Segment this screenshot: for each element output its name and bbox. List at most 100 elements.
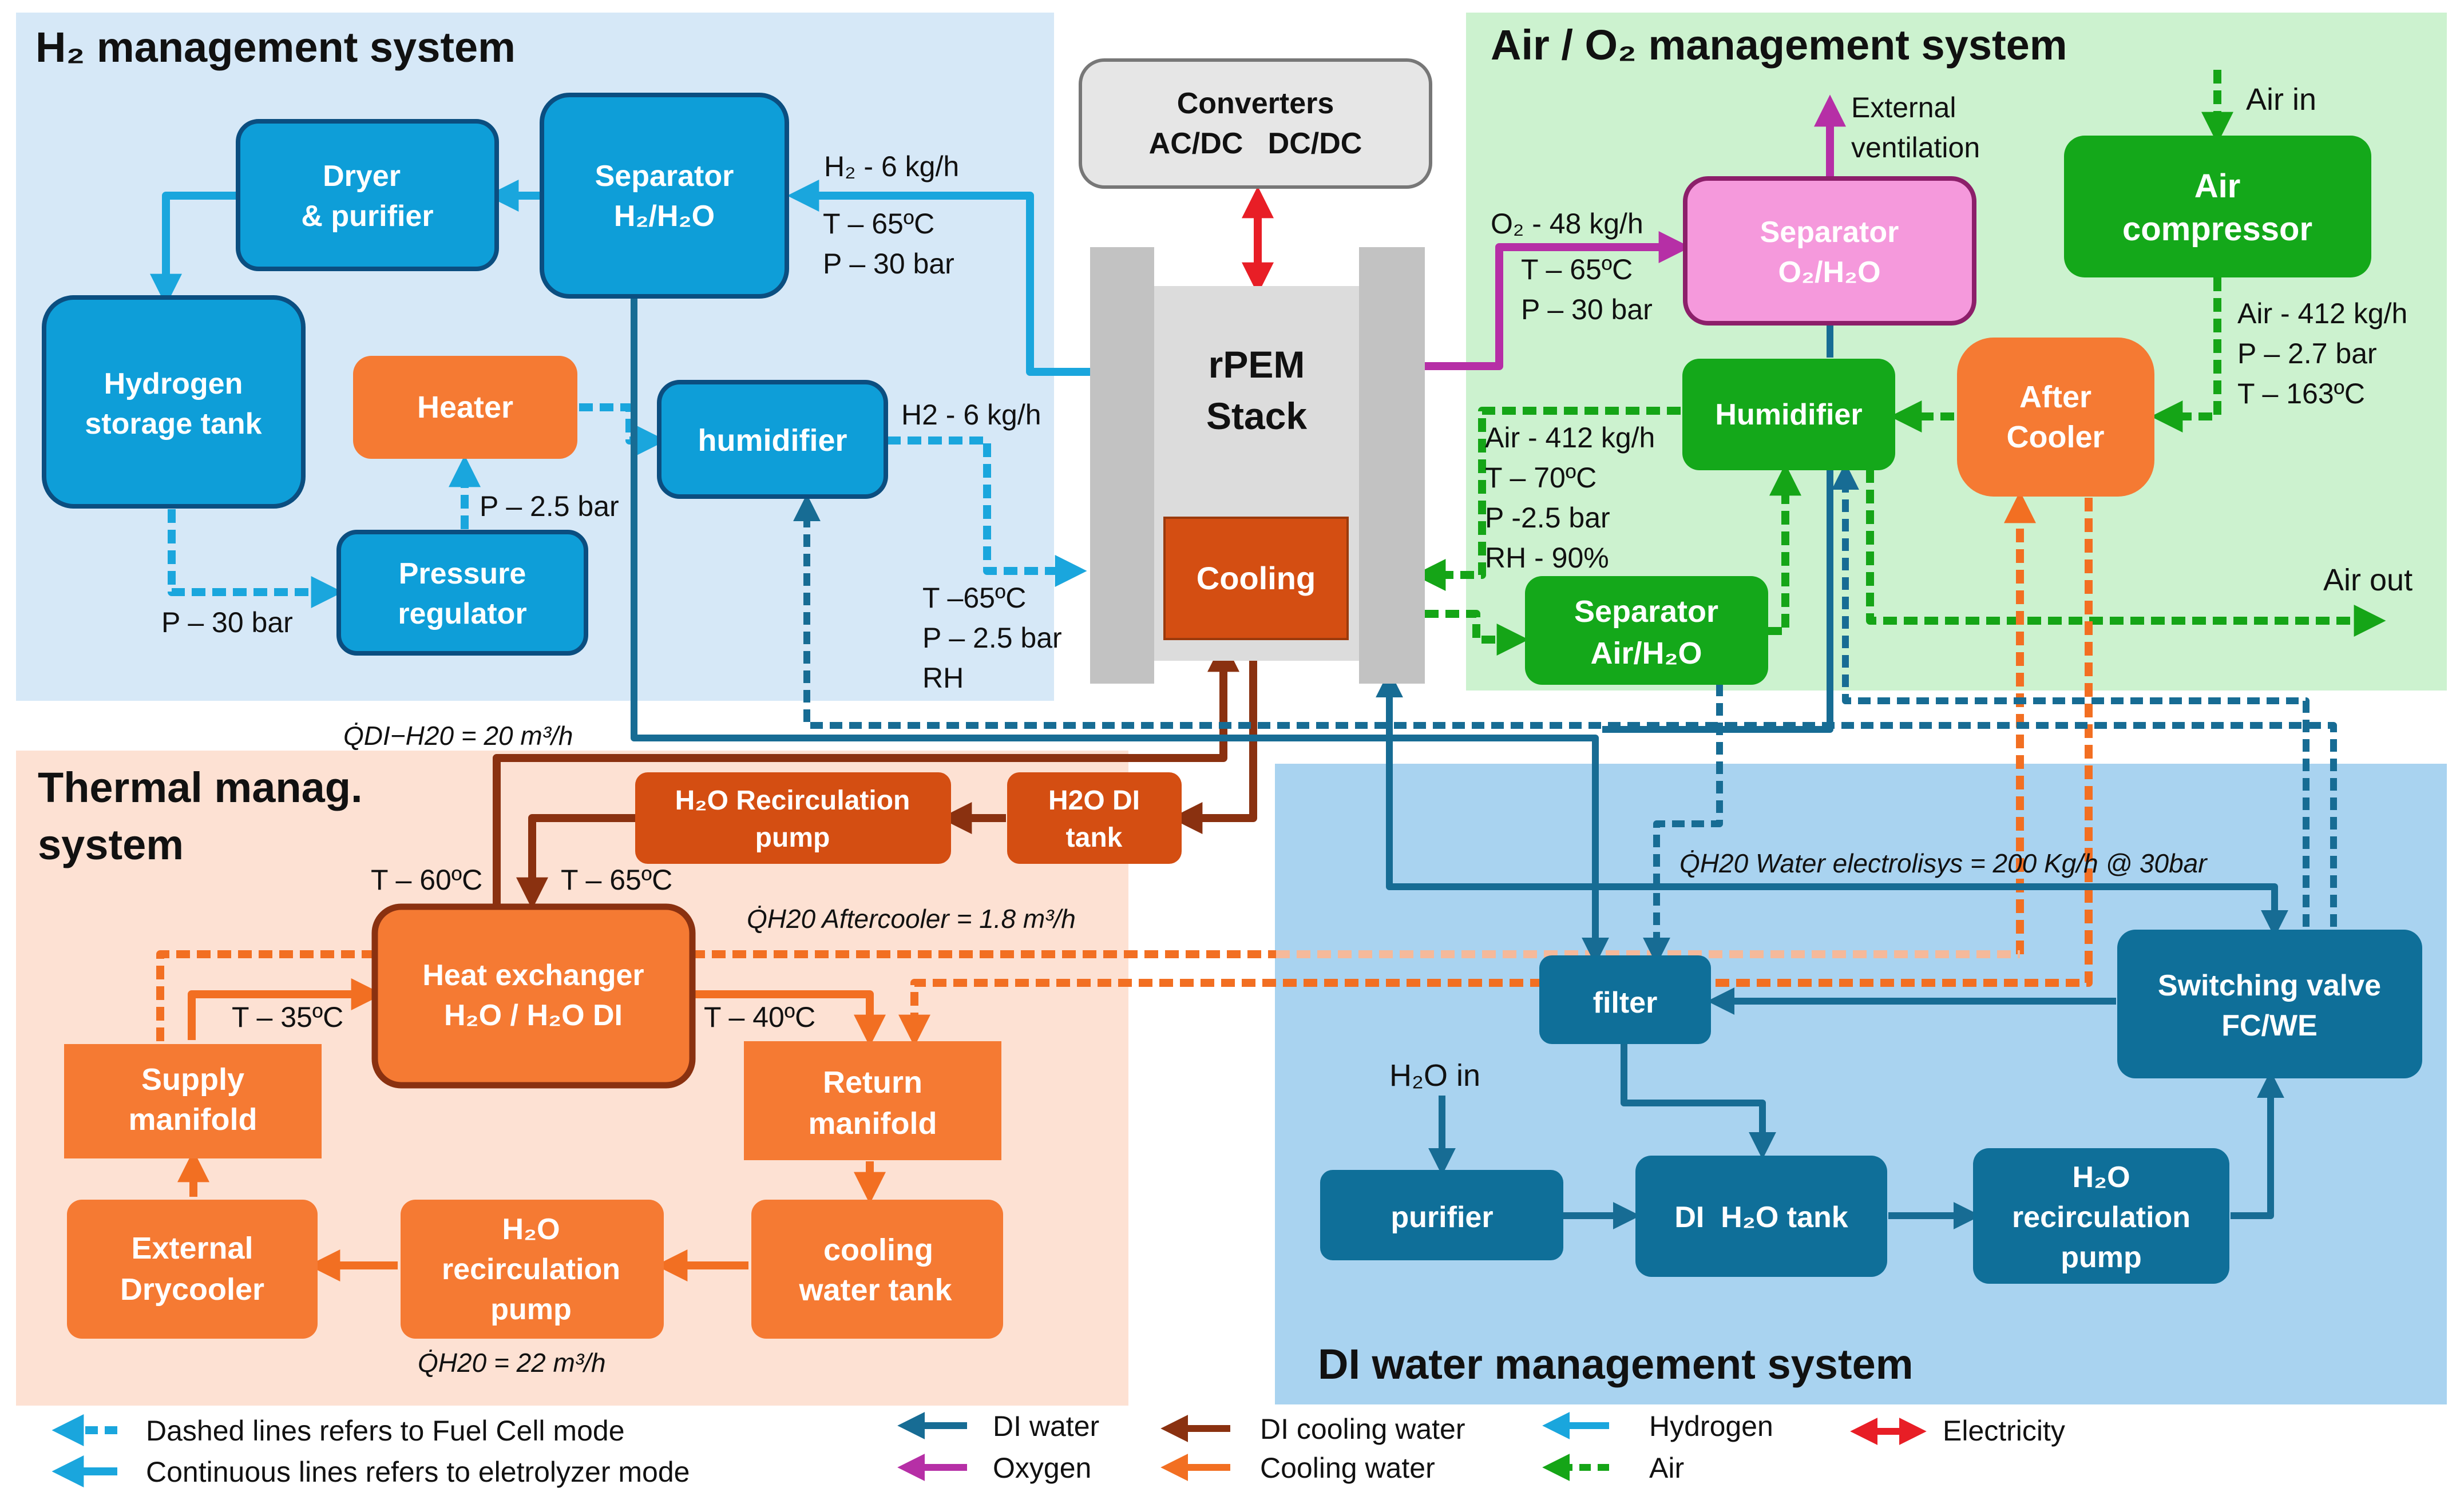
air-stack-rh-label: RH - 90%: [1485, 542, 1609, 574]
di-h2o-tank-block: [1635, 1156, 1887, 1277]
external-ventilation-label-2: ventilation: [1851, 132, 1980, 164]
pressure-regulator-block: [336, 530, 588, 656]
h2o-recirculation-pump-di-label: H₂O: [2072, 1161, 2130, 1194]
di-region-title: DI water management system: [1318, 1340, 1914, 1388]
di-cooling-flow-pump-exchanger: [516, 814, 635, 910]
separator-o2-block: [1683, 176, 1976, 326]
legend-hydrogen-label: Hydrogen: [1649, 1410, 1773, 1442]
air-compressor-block: [2064, 136, 2371, 277]
hydrogen-tank-label-2: storage tank: [85, 407, 262, 441]
air-compressor-label-2: compressor: [2122, 211, 2312, 248]
dryer-label-2: & purifier: [301, 200, 433, 233]
h2o-recirculation-pump-label-2: pump: [755, 823, 830, 853]
cooling-water-tank-block: [751, 1200, 1003, 1339]
air-flow-compressor-aftercooler: [2150, 277, 2221, 432]
di-h2o-tank-label: DI H₂O tank: [1674, 1201, 1848, 1234]
converters-label: Converters: [1177, 87, 1334, 120]
legend-cooling-water-label: Cooling water: [1260, 1452, 1435, 1484]
stack-endplate-right: [1359, 247, 1425, 684]
h2-out-pressure-label: P – 30 bar: [823, 248, 954, 280]
air-flow-separator-humidifier: [1768, 463, 1801, 635]
cooling-label: Cooling: [1197, 560, 1316, 596]
cooling-flow-aftercooler-return: [898, 498, 2093, 1047]
humidifier-air-label: Humidifier: [1715, 398, 1862, 431]
h2o-recirculation-pump-di-label-2: recirculation: [2012, 1201, 2190, 1234]
di-water-flow-pump-switching: [2231, 1070, 2284, 1219]
stack-endplate-left: [1090, 247, 1154, 684]
h2-in-pressure-label: P – 2.5 bar: [922, 622, 1062, 654]
air-stack-pressure-label: P -2.5 bar: [1485, 502, 1610, 534]
filter-label: filter: [1593, 986, 1658, 1019]
legend-di-water-label: DI water: [993, 1410, 1099, 1442]
external-drycooler-label: External: [131, 1231, 253, 1265]
separator-h2-label-2: H₂/H₂O: [614, 200, 715, 233]
heat-exchanger-label-2: H₂O / H₂O DI: [444, 999, 623, 1032]
h2o-di-tank-block: [1007, 772, 1182, 864]
air-compressor-flow-label: Air - 412 kg/h: [2237, 297, 2407, 330]
hydrogen-flow-humidifier-stack: [887, 437, 1087, 587]
dryer-purifier-block: [236, 119, 499, 271]
stack-label-2: Stack: [1206, 395, 1307, 437]
humidifier-h2-block: [657, 380, 888, 499]
cooling-block: [1163, 517, 1349, 640]
air-out-label: Air out: [2323, 563, 2412, 597]
h2o-recirculation-pump-di-label-3: pump: [2061, 1241, 2142, 1274]
cooling-flow-supply-exchanger: [188, 978, 383, 1040]
h2-region-title: H₂ management system: [35, 23, 516, 71]
air-in-label: Air in: [2246, 82, 2316, 117]
legend-di-cooling-label: DI cooling water: [1260, 1413, 1465, 1445]
h2-in-rh-label: RH: [922, 662, 964, 694]
h2-in-flow-label: H2 - 6 kg/h: [901, 399, 1041, 431]
cooling-flow-supply-fc: [156, 950, 1276, 1041]
humidifier-h2-label: humidifier: [698, 423, 847, 458]
hydrogen-storage-tank-block: [42, 295, 306, 509]
legend-electricity-label: Electricity: [1943, 1415, 2065, 1447]
di-water-flow-filter-tank: [1621, 1044, 1776, 1160]
air-region-title: Air / O₂ management system: [1491, 21, 2067, 69]
supply-manifold-block: [64, 1044, 322, 1158]
h2-out-temp-label: T – 65ºC: [823, 208, 934, 240]
separator-o2-label-2: O₂/H₂O: [1778, 256, 1880, 289]
h2o-recirculation-pump-thermal-block: [401, 1200, 664, 1339]
cooling-water-tank-label-2: water tank: [798, 1273, 952, 1307]
hydrogen-tank-label: Hydrogen: [104, 367, 243, 400]
legend-oxygen-label: Oxygen: [993, 1452, 1091, 1484]
converters-block: [1079, 58, 1432, 189]
switching-valve-label: Switching valve: [2158, 969, 2381, 1002]
oxygen-flow-stack-separator: [1425, 231, 1691, 370]
filter-block: [1539, 955, 1711, 1044]
heater-label: Heater: [417, 390, 513, 424]
q-aftercooler-label: Q̇H20 Aftercooler = 1.8 m³/h: [747, 904, 1076, 934]
air-flow-humidifier-stack: [1413, 407, 1681, 591]
legend-air-label: Air: [1649, 1452, 1684, 1484]
h2o-recirculation-pump-thermal-label: H₂O: [502, 1213, 560, 1246]
h2o-recirculation-pump-label: H₂O Recirculation: [675, 785, 910, 816]
di-cooling-flow-exchanger-cooling: [493, 640, 1239, 904]
switching-valve-label-2: FC/WE: [2221, 1009, 2318, 1042]
o2-flow-label: O₂ - 48 kg/h: [1491, 208, 1643, 240]
after-cooler-block: [1957, 338, 2154, 497]
cooling-water-tank-label: cooling: [823, 1233, 933, 1267]
legend-continuous-label: Continuous lines refers to eletrolyzer m…: [146, 1456, 690, 1488]
legend-dashed-label: Dashed lines refers to Fuel Cell mode: [146, 1415, 625, 1447]
external-drycooler-block: [67, 1200, 318, 1339]
stack-label: rPEM: [1209, 343, 1305, 386]
separator-air-label-2: Air/H₂O: [1590, 636, 1702, 670]
after-cooler-label: After: [2019, 380, 2091, 414]
h2o-di-tank-label-2: tank: [1066, 823, 1123, 853]
o2-temp-label: T – 65ºC: [1521, 253, 1633, 285]
t60-label: T – 60ºC: [371, 864, 482, 896]
separator-air-label: Separator: [1574, 594, 1718, 629]
converters-label-2: AC/DC DC/DC: [1149, 127, 1362, 160]
purifier-label: purifier: [1391, 1201, 1493, 1234]
q-water-electrolysis-label: Q̇H20 Water electrolisys = 200 Kg/h @ 30…: [1679, 848, 2208, 878]
air-compressor-pressure-label: P – 2.7 bar: [2237, 338, 2377, 370]
pressure-regulator-label-2: regulator: [398, 597, 526, 630]
separator-o2-label: Separator: [1760, 216, 1899, 249]
di-water-flow-separator-air-filter: [1643, 684, 1723, 965]
t65-label: T – 65ºC: [561, 864, 672, 896]
di-cooling-flow-cooling-tank: [1170, 638, 1257, 834]
pressure-regulator-label: Pressure: [399, 557, 526, 590]
h2o-recirculation-pump-di-block: [1973, 1148, 2229, 1284]
